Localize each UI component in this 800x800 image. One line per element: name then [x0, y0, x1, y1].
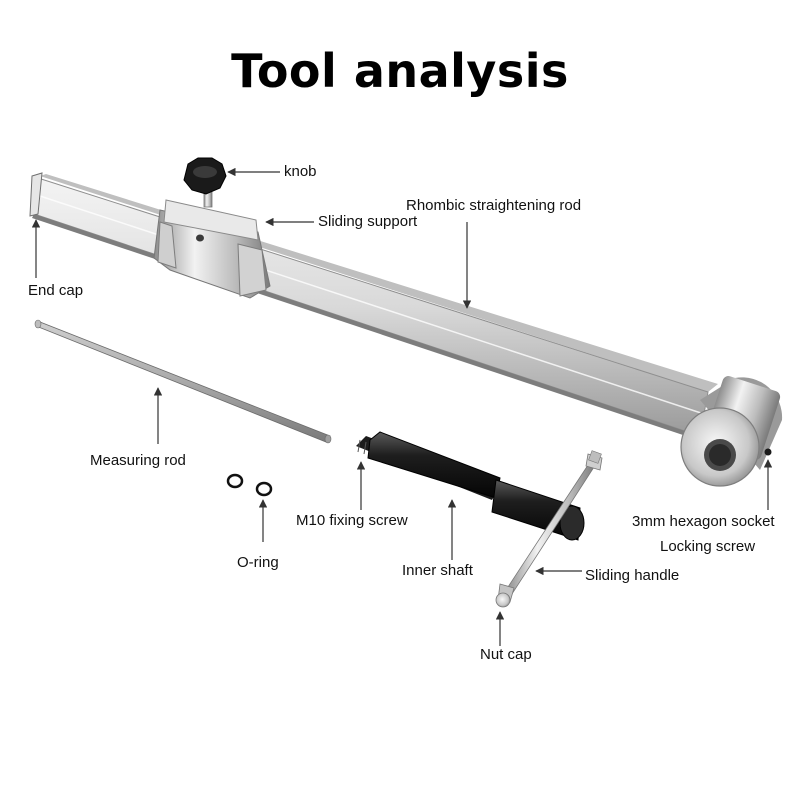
label-m10-screw: M10 fixing screw [296, 512, 408, 529]
measuring-rod [34, 319, 332, 444]
inner-shaft [356, 431, 585, 541]
end-block [680, 376, 783, 487]
nut-cap [495, 583, 515, 608]
label-inner-shaft: Inner shaft [402, 562, 473, 579]
label-knob: knob [284, 163, 317, 180]
label-sliding-handle: Sliding handle [585, 567, 680, 584]
o-rings [226, 473, 273, 497]
sliding-support [153, 199, 271, 299]
knob [183, 157, 227, 208]
label-rhombic-rod: Rhombic straightening rod [406, 197, 582, 214]
label-locking-screw: Locking screw [660, 538, 756, 555]
label-o-ring: O-ring [237, 554, 279, 571]
label-end-cap: End cap [28, 282, 84, 299]
end-cap [29, 172, 43, 217]
leader-lines [31, 167, 773, 646]
label-hex-socket: 3mm hexagon socket [632, 513, 775, 530]
label-nut-cap: Nut cap [480, 646, 532, 663]
label-sliding-support: Sliding support [318, 213, 418, 230]
page-title: Tool analysis [231, 44, 569, 98]
label-measuring-rod: Measuring rod [90, 452, 186, 469]
